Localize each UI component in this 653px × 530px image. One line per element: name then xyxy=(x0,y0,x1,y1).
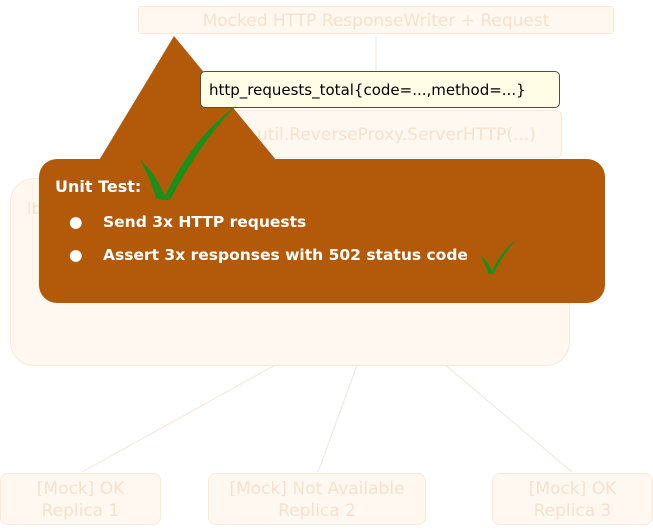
replica-3-name: Replica 3 xyxy=(533,501,612,521)
replica-1-name: Replica 1 xyxy=(41,501,120,521)
replica-2-status: [Mock] Not Available xyxy=(229,479,405,499)
bullet-dot-icon: ● xyxy=(69,246,83,264)
reverse-proxy-label: util.ReverseProxy.ServerHTTP(...) xyxy=(257,125,536,145)
metric-label-box: http_requests_total{code=...,method=...} xyxy=(200,71,560,108)
mocked-response-writer-label: Mocked HTTP ResponseWriter + Request xyxy=(202,11,550,31)
callout-title: Unit Test: xyxy=(55,177,142,196)
bullet-2-text: Assert 3x responses with 502 status code xyxy=(103,246,468,264)
metric-label: http_requests_total{code=...,method=...} xyxy=(209,81,526,99)
bullet-1-text: Send 3x HTTP requests xyxy=(103,213,307,231)
unit-test-callout: Unit Test: ● Send 3x HTTP requests ● Asser… xyxy=(39,159,605,303)
replica-2-name: Replica 2 xyxy=(278,501,356,521)
replica-3-box: [Mock] OK Replica 3 xyxy=(492,473,653,525)
replica-2-box: [Mock] Not Available Replica 2 xyxy=(208,473,426,525)
replica-1-box: [Mock] OK Replica 1 xyxy=(0,473,161,525)
callout-bullet-2: ● Assert 3x responses with 502 status cod… xyxy=(69,246,468,264)
replica-1-status: [Mock] OK xyxy=(36,479,125,499)
mocked-response-writer-box: Mocked HTTP ResponseWriter + Request xyxy=(138,6,614,34)
replica-3-status: [Mock] OK xyxy=(528,479,617,499)
callout-bullet-1: ● Send 3x HTTP requests xyxy=(69,213,306,231)
load-balancer-label: lb xyxy=(27,199,42,218)
bullet-dot-icon: ● xyxy=(69,213,83,231)
reverse-proxy-box: util.ReverseProxy.ServerHTTP(...) xyxy=(206,110,562,158)
